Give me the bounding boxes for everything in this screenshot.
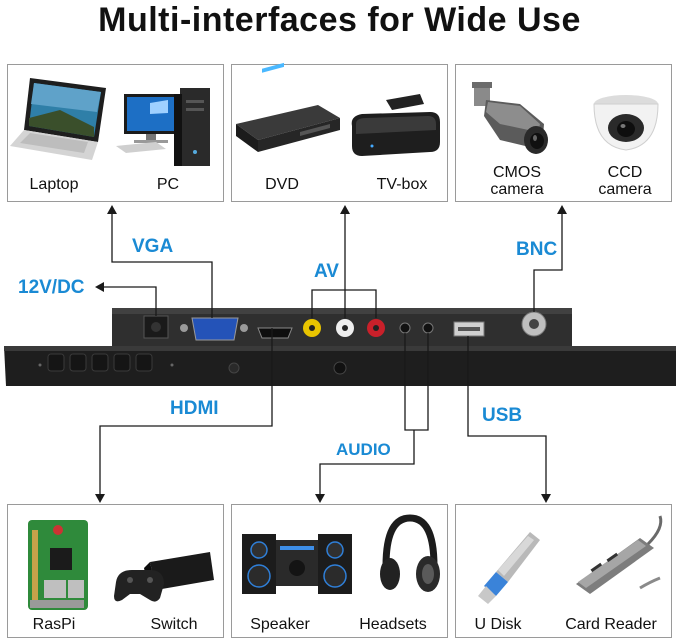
raspi-label: RasPi (32, 616, 76, 633)
page-title: Multi-interfaces for Wide Use (98, 1, 581, 39)
tvbox-label: TV-box (376, 176, 428, 193)
av-white-port (336, 319, 354, 337)
bnc-port (521, 311, 547, 337)
laptop-icon (10, 78, 106, 160)
pc-icon (116, 88, 210, 166)
cardreader-label: Card Reader (565, 616, 657, 633)
connector-lines (95, 205, 567, 503)
box-storage-devices (455, 504, 672, 638)
audio-port (399, 322, 434, 334)
ccd-label-line1: CCD (607, 164, 643, 181)
bnc-label: BNC (516, 239, 558, 260)
dvd-player-icon (236, 62, 340, 152)
dc-port (143, 315, 169, 339)
front-buttons (38, 353, 347, 375)
dvd-label: DVD (265, 176, 299, 193)
speaker-icon (242, 534, 352, 594)
cmos-camera-icon (472, 82, 548, 154)
ccd-label: CCD camera (580, 164, 670, 198)
headset-icon (380, 514, 440, 592)
usb-port (453, 321, 485, 337)
dc-label: 12V/DC (18, 277, 85, 298)
raspberry-pi-icon (28, 520, 88, 610)
av-red-port (367, 319, 385, 337)
pc-label: PC (156, 176, 180, 193)
audio-label: AUDIO (336, 440, 391, 459)
switch-label: Switch (150, 616, 198, 633)
hdmi-port (257, 327, 293, 339)
ccd-label-line2: camera (598, 181, 652, 198)
udisk-label: U Disk (474, 616, 522, 633)
cmos-label-line2: camera (490, 181, 544, 198)
ccd-camera-icon (593, 95, 659, 151)
game-console-icon (114, 552, 214, 602)
speaker-label: Speaker (250, 616, 310, 633)
tv-box-icon (351, 94, 440, 156)
cmos-label-line1: CMOS (493, 164, 541, 181)
hdmi-label: HDMI (170, 398, 219, 419)
vga-port (180, 317, 248, 341)
usb-drive-icon (478, 532, 540, 604)
cmos-label: CMOS camera (472, 164, 562, 198)
laptop-label: Laptop (29, 176, 79, 193)
usb-label: USB (482, 405, 523, 426)
headsets-label: Headsets (359, 616, 427, 633)
av-label: AV (314, 261, 339, 282)
vga-label: VGA (132, 236, 174, 257)
av-yellow-port (303, 319, 321, 337)
card-reader-icon (576, 515, 663, 594)
